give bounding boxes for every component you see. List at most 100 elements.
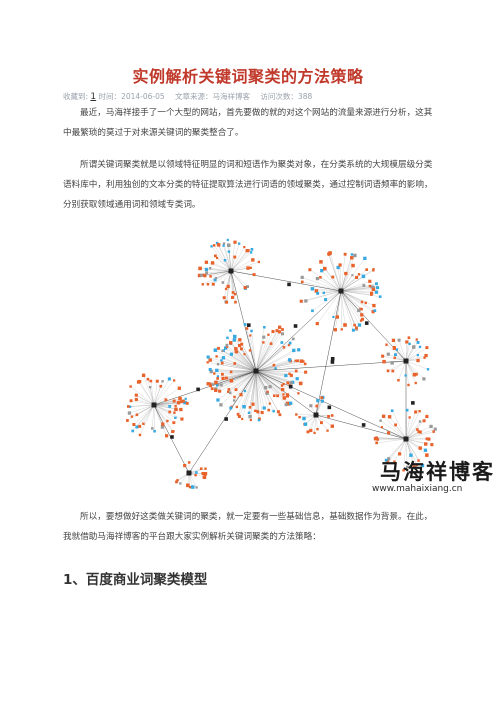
graph-edge bbox=[153, 404, 170, 407]
keyword-node bbox=[299, 299, 303, 303]
hub-node bbox=[403, 436, 409, 442]
graph-edge bbox=[296, 414, 317, 416]
keyword-node bbox=[204, 267, 209, 272]
keyword-node bbox=[221, 372, 224, 376]
keyword-node bbox=[302, 360, 305, 363]
graph-edge bbox=[230, 270, 248, 287]
keyword-node bbox=[412, 373, 417, 377]
keyword-node bbox=[350, 253, 353, 256]
keyword-node bbox=[245, 327, 249, 330]
keyword-node bbox=[360, 300, 364, 304]
keyword-node bbox=[220, 359, 223, 362]
keyword-node bbox=[376, 286, 380, 290]
graph-edge bbox=[317, 290, 342, 294]
keyword-node bbox=[146, 377, 150, 381]
keyword-node bbox=[327, 415, 330, 418]
keyword-node bbox=[222, 242, 226, 245]
keyword-node bbox=[201, 283, 204, 286]
keyword-node bbox=[211, 383, 214, 386]
graph-edge bbox=[153, 403, 188, 406]
keyword-node bbox=[330, 414, 334, 417]
bridge-node bbox=[246, 323, 251, 327]
article-title: 实例解析关键词聚类的方法策略 bbox=[132, 67, 364, 86]
keyword-node bbox=[249, 266, 252, 269]
graph-edge bbox=[255, 361, 304, 372]
keyword-node bbox=[135, 394, 138, 397]
graph-edge bbox=[255, 370, 299, 394]
keyword-node bbox=[423, 448, 428, 452]
keyword-node bbox=[374, 290, 379, 294]
graph-edge bbox=[211, 246, 232, 272]
keyword-node bbox=[223, 259, 227, 262]
bridge-node bbox=[330, 357, 335, 361]
graph-edge bbox=[405, 438, 426, 445]
keyword-node bbox=[221, 356, 226, 360]
keyword-node bbox=[179, 407, 183, 412]
keyword-node bbox=[387, 431, 391, 435]
keyword-node bbox=[391, 369, 395, 373]
graph-edge bbox=[383, 416, 407, 440]
keyword-node bbox=[269, 342, 273, 345]
graph-edge bbox=[301, 290, 342, 302]
graph-edge bbox=[405, 360, 409, 386]
keyword-node bbox=[229, 370, 233, 374]
favorite-count[interactable]: 1 bbox=[90, 92, 97, 102]
keyword-node bbox=[255, 409, 258, 413]
graph-edge bbox=[320, 277, 342, 292]
keyword-node bbox=[272, 363, 276, 367]
graph-edge bbox=[377, 438, 407, 440]
keyword-node bbox=[320, 269, 324, 273]
keyword-node bbox=[168, 405, 172, 408]
graph-edge bbox=[388, 438, 407, 459]
paragraph-intro: 最近，马海祥接手了一个大型的网站，首先要做的就的对这个网站的流量来源进行分析，这… bbox=[63, 108, 433, 138]
keyword-node bbox=[394, 353, 397, 357]
keyword-node bbox=[298, 416, 301, 419]
graph-edge bbox=[405, 421, 420, 440]
keyword-node bbox=[313, 431, 316, 435]
keyword-node bbox=[430, 443, 434, 447]
keyword-node bbox=[288, 341, 292, 345]
keyword-node bbox=[310, 287, 315, 291]
graph-edge bbox=[143, 375, 155, 406]
keyword-node bbox=[224, 346, 228, 350]
section-heading: 1、百度商业词聚类模型 bbox=[63, 572, 208, 588]
graph-edge bbox=[337, 290, 342, 318]
keyword-node bbox=[319, 260, 323, 264]
keyword-node bbox=[361, 317, 364, 321]
graph-edge bbox=[223, 245, 232, 272]
keyword-node bbox=[424, 442, 428, 446]
graph-edge bbox=[206, 270, 232, 273]
keyword-node bbox=[247, 411, 251, 414]
keyword-node bbox=[188, 486, 192, 489]
graph-edge bbox=[153, 381, 158, 406]
keyword-node bbox=[225, 345, 229, 349]
keyword-node bbox=[204, 260, 208, 264]
graph-edge bbox=[153, 404, 170, 413]
graph-edge bbox=[208, 356, 257, 372]
keyword-node bbox=[381, 414, 386, 418]
graph-edge bbox=[405, 438, 419, 461]
keyword-node bbox=[222, 244, 225, 247]
keyword-node bbox=[225, 300, 229, 304]
graph-edge bbox=[128, 404, 155, 407]
bridge-node bbox=[288, 384, 293, 389]
graph-edge bbox=[255, 330, 278, 372]
graph-edge bbox=[403, 438, 407, 471]
keyword-node bbox=[262, 406, 266, 410]
keyword-node bbox=[315, 404, 319, 408]
graph-edge bbox=[255, 370, 269, 411]
graph-edge bbox=[405, 342, 419, 362]
keyword-node bbox=[153, 429, 156, 433]
keyword-node bbox=[181, 399, 185, 403]
keyword-node bbox=[227, 243, 231, 247]
graph-edge bbox=[147, 379, 155, 406]
graph-edge bbox=[153, 404, 167, 436]
keyword-node bbox=[276, 394, 279, 398]
keyword-node bbox=[229, 341, 233, 345]
graph-edge bbox=[340, 290, 374, 306]
hub-link bbox=[255, 360, 407, 372]
graph-edge bbox=[234, 370, 257, 398]
keyword-node bbox=[216, 256, 219, 260]
graph-edge bbox=[250, 335, 257, 372]
paragraph-definition: 所谓关键词聚类就是以领域特征明显的词和短语作为聚类对象，在分类系统的大规模层级分… bbox=[63, 160, 433, 210]
